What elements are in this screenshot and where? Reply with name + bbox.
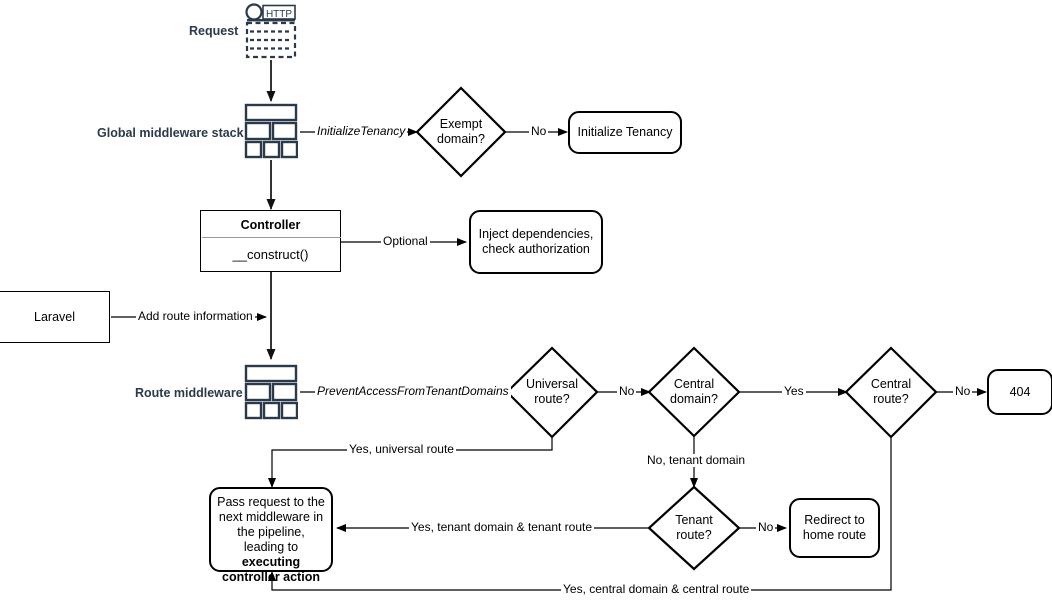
row-label-request: Request [189,24,239,38]
row-label-route-middleware: Route middleware [135,386,243,400]
node-controller-divider [202,237,341,238]
node-controller-method: __construct() [232,247,309,262]
edge-label-exempt-no: No [529,124,549,138]
node-initialize-tenancy[interactable]: Initialize Tenancy [568,111,682,154]
edge-label-add-route-information: Add route information [136,309,255,323]
node-404[interactable]: 404 [987,369,1052,415]
node-redirect-home-route-label: Redirect to home route [802,513,867,542]
pass-request-text-bold: executing controller action [222,555,320,584]
global-middleware-stack-icon [244,103,299,159]
node-redirect-home-route[interactable]: Redirect to home route [789,498,880,558]
node-controller[interactable]: Controller __construct() [200,210,341,272]
edge-label-no-tenant-domain: No, tenant domain [645,453,748,467]
node-404-label: 404 [1009,384,1031,399]
edge-label-yes-universal-route: Yes, universal route [347,442,456,456]
decision-central-domain-label[interactable]: Central domain? [670,377,718,406]
edge-label-yes-tenant-domain-tenant-route: Yes, tenant domain & tenant route [409,520,595,534]
pass-request-text-normal: Pass request to the next middleware in t… [217,495,325,554]
node-controller-title: Controller [240,218,301,232]
node-initialize-tenancy-label: Initialize Tenancy [577,125,673,139]
edge-label-yes-central-domain-central-route: Yes, central domain & central route [561,582,752,596]
http-request-icon: HTTP [244,2,298,60]
node-laravel[interactable]: Laravel [0,291,110,343]
decision-universal-route-label[interactable]: Universal route? [525,377,579,406]
edge-label-initialize-tenancy: InitializeTenancy [315,124,408,138]
route-middleware-stack-icon [244,364,299,420]
node-inject-dependencies-label: Inject dependencies, check authorization [478,227,594,256]
edge-label-prevent-access: PreventAccessFromTenantDomains [315,384,511,398]
edge-label-optional: Optional [381,234,430,248]
edge-label-tenant-route-no: No [756,520,776,534]
node-pass-request[interactable]: Pass request to the next middleware in t… [209,487,333,584]
edge-label-universal-no: No [617,384,637,398]
node-pass-request-label: Pass request to the next middleware in t… [211,489,331,584]
row-label-global-middleware-stack: Global middleware stack [97,126,244,140]
edge-label-central-route-no: No [953,384,973,398]
decision-central-route-label[interactable]: Central route? [870,377,912,406]
node-laravel-label: Laravel [34,309,75,324]
edge-label-central-domain-yes: Yes [782,384,806,398]
node-inject-dependencies[interactable]: Inject dependencies, check authorization [469,210,603,274]
decision-tenant-route-label[interactable]: Tenant route? [675,513,713,542]
decision-exempt-domain-label[interactable]: Exempt domain? [437,117,485,146]
http-badge-text: HTTP [266,9,292,20]
